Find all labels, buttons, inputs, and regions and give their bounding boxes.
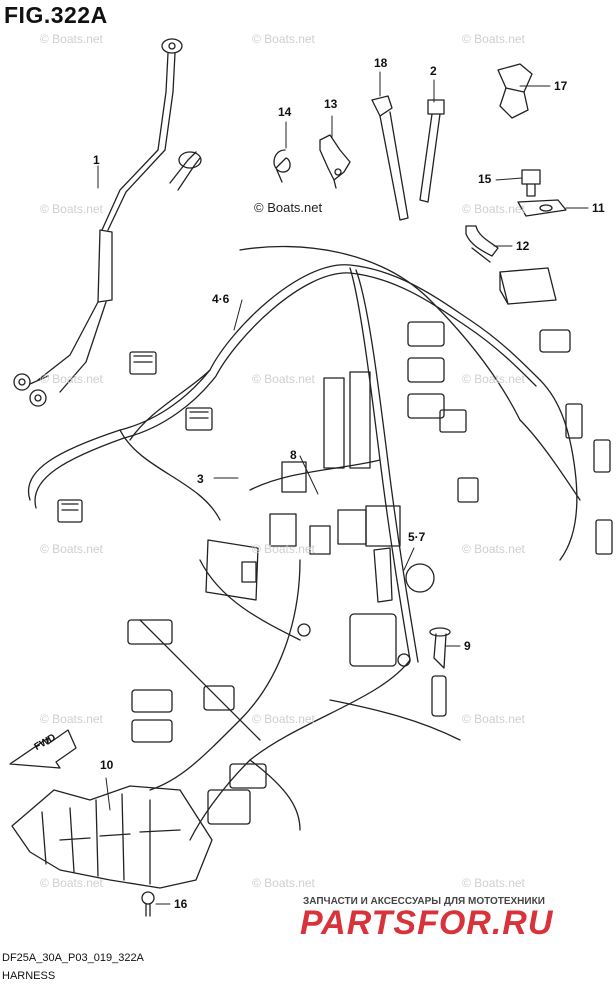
callout-2: 2: [430, 64, 437, 78]
watermark: © Boats.net: [462, 372, 525, 386]
clip-part-17: [497, 63, 533, 119]
watermark: © Boats.net: [462, 712, 525, 726]
callout-13: 13: [324, 97, 338, 111]
callout-15: 15: [478, 172, 492, 186]
callout-18: 18: [374, 56, 388, 70]
connector-top-right: [499, 267, 557, 305]
connector-stack: [407, 321, 571, 433]
callout-11: 11: [592, 201, 605, 215]
callout-3: 3: [197, 472, 204, 486]
watermark: © Boats.net: [252, 712, 315, 726]
watermark: © Boats.net: [40, 876, 103, 890]
clamp-part-12: [465, 225, 499, 263]
watermark: © Boats.net: [40, 202, 103, 216]
bracket-part-10: [11, 785, 213, 889]
store-logo: PARTSFOR.RU: [300, 904, 554, 942]
connector-left-mid: [185, 407, 213, 431]
callout-16: 16: [174, 897, 188, 911]
sensor-part-5-7: [349, 547, 435, 667]
connector-left-upper: [129, 351, 157, 375]
tube-part: [431, 675, 447, 717]
callout-9: 9: [464, 639, 471, 653]
clip-part-14: [273, 149, 291, 183]
callout-1: 1: [93, 153, 100, 167]
watermark: © Boats.net: [462, 202, 525, 216]
watermark: © Boats.net: [40, 32, 103, 46]
watermark: © Boats.net: [40, 542, 103, 556]
watermark: © Boats.net: [462, 32, 525, 46]
figure-caption: HARNESS: [2, 970, 56, 982]
figure-title: FIG.322A: [4, 2, 108, 28]
watermark: © Boats.net: [252, 372, 315, 386]
watermark: © Boats.net: [40, 712, 103, 726]
callout-17: 17: [554, 79, 568, 93]
terminal-ring: [297, 623, 411, 667]
fwd-arrow: [9, 729, 77, 769]
screw-part-16: [141, 891, 155, 917]
watermark: © Boats.net: [252, 32, 315, 46]
clamp-part-13: [319, 134, 351, 189]
callout-10: 10: [100, 758, 114, 772]
connector-right-side: [457, 403, 613, 555]
main-harness-part: [27, 245, 581, 841]
plug-part-9: [429, 627, 451, 669]
bolt-part-15: [521, 169, 541, 197]
battery-cable-part: [13, 38, 202, 407]
callout-4-6: 4·6: [212, 292, 230, 306]
watermark: © Boats.net: [252, 876, 315, 890]
connector-lower-left: [127, 619, 267, 825]
watermark: © Boats.net: [252, 542, 315, 556]
inline-watermark: © Boats.net: [254, 200, 323, 215]
callout-8: 8: [290, 448, 297, 462]
figure-code: DF25A_30A_P03_019_322A: [2, 952, 144, 964]
cable-tie-part-2: [419, 99, 445, 203]
callout-14: 14: [278, 105, 292, 119]
watermark: © Boats.net: [462, 876, 525, 890]
cable-tie-part-18: [371, 95, 409, 221]
connector-left-lower: [57, 499, 83, 523]
relay-block-center: [269, 371, 401, 555]
connector-module-left: [205, 539, 259, 601]
callout-5-7: 5·7: [408, 530, 426, 544]
watermark: © Boats.net: [40, 372, 103, 386]
watermark: © Boats.net: [462, 542, 525, 556]
store-tagline: ЗАПЧАСТИ И АКСЕССУАРЫ ДЛЯ МОТОТЕХНИКИ: [303, 896, 545, 907]
callout-leaders: [97, 71, 589, 905]
plate-part-11: [517, 199, 567, 217]
callout-12: 12: [516, 239, 530, 253]
